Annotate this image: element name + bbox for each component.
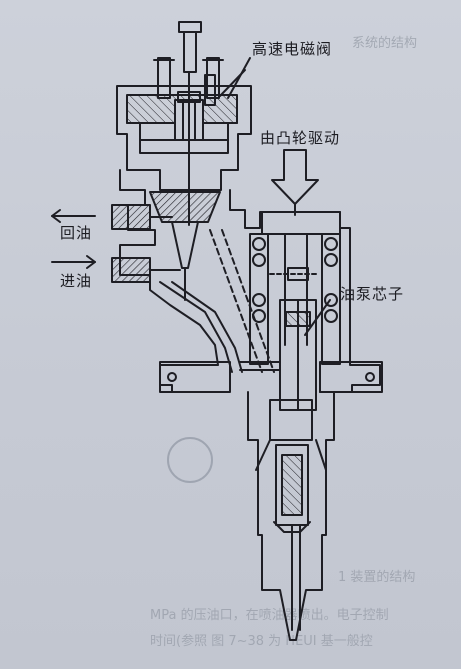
leader-solenoid [227, 57, 251, 99]
inlet-arrow [51, 255, 96, 269]
leader-pump-core [304, 299, 331, 336]
mounting-flange [159, 361, 383, 393]
return-arrow [51, 209, 96, 223]
pump-core [239, 299, 317, 411]
bleed-text-bottom-line-2: 时间(参照 图 7~38 为 HEUI 基一般控 [150, 634, 373, 649]
inlet-port [111, 257, 181, 283]
label-return-oil: 回油 [60, 224, 93, 242]
tappet-springs [249, 211, 341, 365]
solenoid-stem [153, 21, 224, 99]
return-port [111, 204, 173, 230]
label-cam-drive: 由凸轮驱动 [260, 129, 341, 147]
solenoid-housing [116, 69, 252, 226]
cam-drive-arrow [271, 149, 319, 216]
bleed-text-bottom-line-1: MPa 的压油口，在喷油器喷出。电子控制 [150, 608, 389, 623]
bleed-text-bottom-middle: 1 装置的结构 [338, 570, 416, 585]
label-pump-core: 油泵芯子 [340, 285, 405, 303]
bleed-text-top-right: 系统的结构 [352, 36, 418, 51]
label-solenoid-valve: 高速电磁阀 [252, 40, 333, 58]
injector-body [247, 391, 335, 641]
label-inlet-oil: 进油 [60, 272, 93, 290]
